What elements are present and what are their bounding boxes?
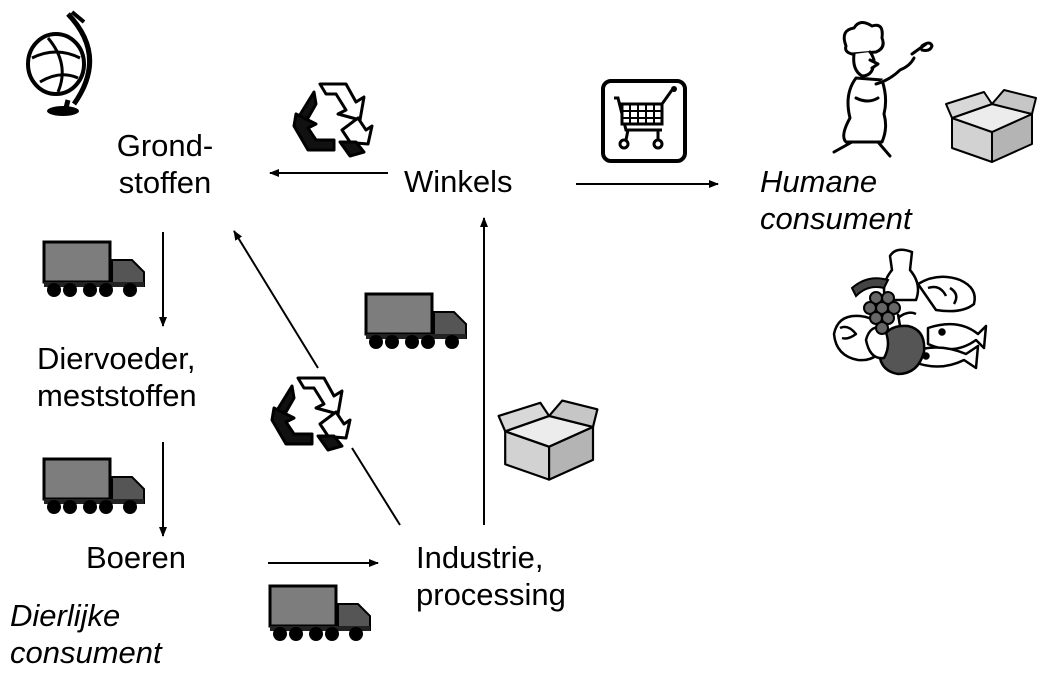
truck-icon [42,457,145,514]
dierlijke-line2: consument [10,634,162,670]
humane-line1: Humane [760,164,878,199]
box-icon [497,399,599,481]
node-humane-consument: Humane consument [760,164,912,237]
globe-icon [26,10,93,116]
industrie-line2: processing [416,576,566,612]
node-dierlijke-consument: Dierlijke consument [10,598,162,671]
arrow-industrie-to-grondstoffen-lower [351,447,401,526]
box-icon [945,89,1037,163]
node-industrie: Industrie, processing [416,540,566,613]
diervoeder-line1: Diervoeder, [37,341,196,376]
grondstoffen-line2: stoffen [118,164,212,200]
chef-icon [832,21,934,158]
truck-icon [42,240,145,297]
grondstoffen-line1: Grond- [116,128,214,163]
humane-line2: consument [760,200,912,236]
truck-icon [268,584,371,641]
dierlijke-line1: Dierlijke [10,598,121,633]
shopping-cart-icon [601,79,687,163]
truck-icon [364,292,467,349]
node-grondstoffen: Grond- stoffen [100,128,230,201]
node-boeren: Boeren [86,540,186,575]
arrow-industrie-to-grondstoffen-upper [233,230,319,369]
recycle-icon [270,376,352,452]
node-winkels: Winkels [404,164,513,199]
recycle-icon [292,82,374,158]
industrie-line1: Industrie, [416,540,544,575]
diervoeder-line2: meststoffen [37,377,197,413]
node-diervoeder: Diervoeder, meststoffen [37,341,197,414]
food-pile-icon [832,248,988,376]
